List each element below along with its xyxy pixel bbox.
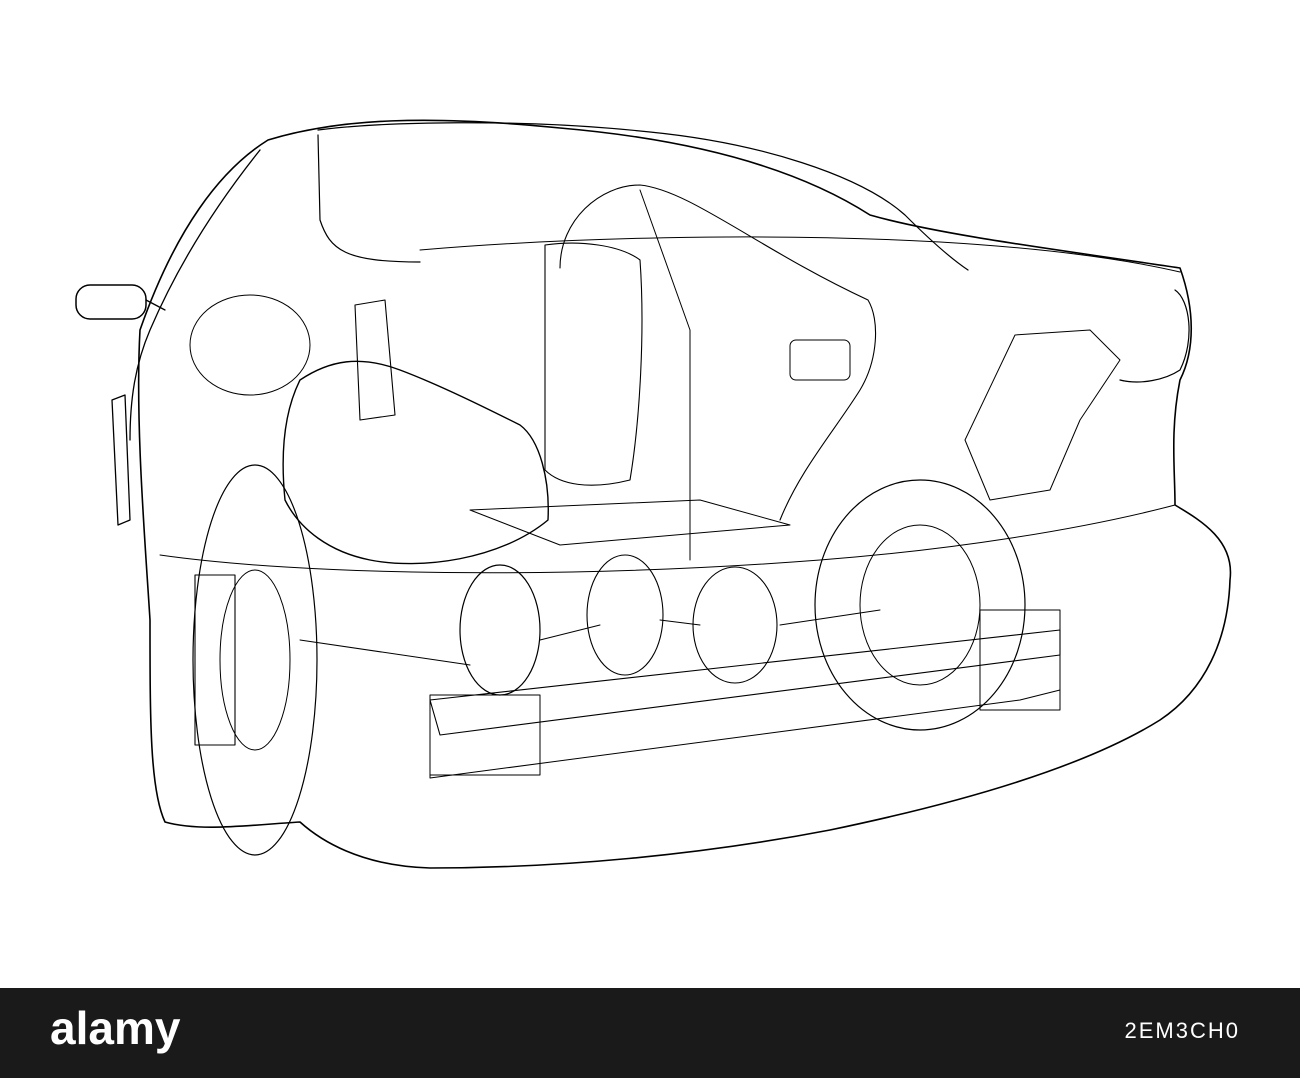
chassis-rail	[429, 629, 1061, 736]
lower-body-line	[159, 504, 1176, 574]
car-wireframe-illustration	[75, 119, 1232, 869]
front-motor	[459, 564, 541, 696]
rear-seat	[544, 242, 643, 486]
front-seat	[282, 360, 549, 565]
b-pillar	[639, 189, 691, 561]
front-subframe-block	[429, 694, 541, 776]
image-id-value: 2EM3CH0	[1124, 1018, 1240, 1043]
front-brake-caliper	[194, 574, 236, 746]
front-pillar	[129, 149, 261, 441]
chassis-rail-lower	[429, 689, 1061, 779]
rear-subframe-block	[979, 609, 1061, 711]
mirror-arm	[145, 299, 166, 311]
watermark-footer: alamy 2EM3CH0	[0, 988, 1300, 1078]
rear-motor	[692, 566, 778, 684]
axle-shaft	[299, 609, 881, 666]
rear-wheel	[814, 479, 1026, 731]
rear-bumper	[1119, 289, 1190, 383]
alamy-logo: alamy	[50, 1002, 181, 1054]
windshield-edge	[317, 134, 421, 263]
side-mirror	[75, 284, 147, 320]
car-body-outline	[137, 119, 1232, 869]
image-id-badge: 2EM3CH0	[1115, 1018, 1240, 1044]
rear-wheel-hub	[859, 524, 981, 686]
battery-platform	[469, 499, 791, 546]
door-frame	[559, 184, 877, 521]
front-wheel-hub	[219, 569, 291, 751]
front-seat-back	[354, 299, 396, 421]
center-motor	[586, 554, 664, 676]
rear-seat-headrest	[789, 339, 851, 381]
front-wheel	[192, 464, 318, 856]
waist-line	[419, 236, 1181, 273]
trunk-outline	[964, 329, 1121, 501]
roof-line	[317, 122, 969, 271]
steering-wheel	[189, 294, 311, 396]
car-wireframe-svg	[75, 119, 1232, 869]
front-grille	[111, 394, 131, 526]
alamy-logo-text: alamy	[50, 1002, 181, 1054]
